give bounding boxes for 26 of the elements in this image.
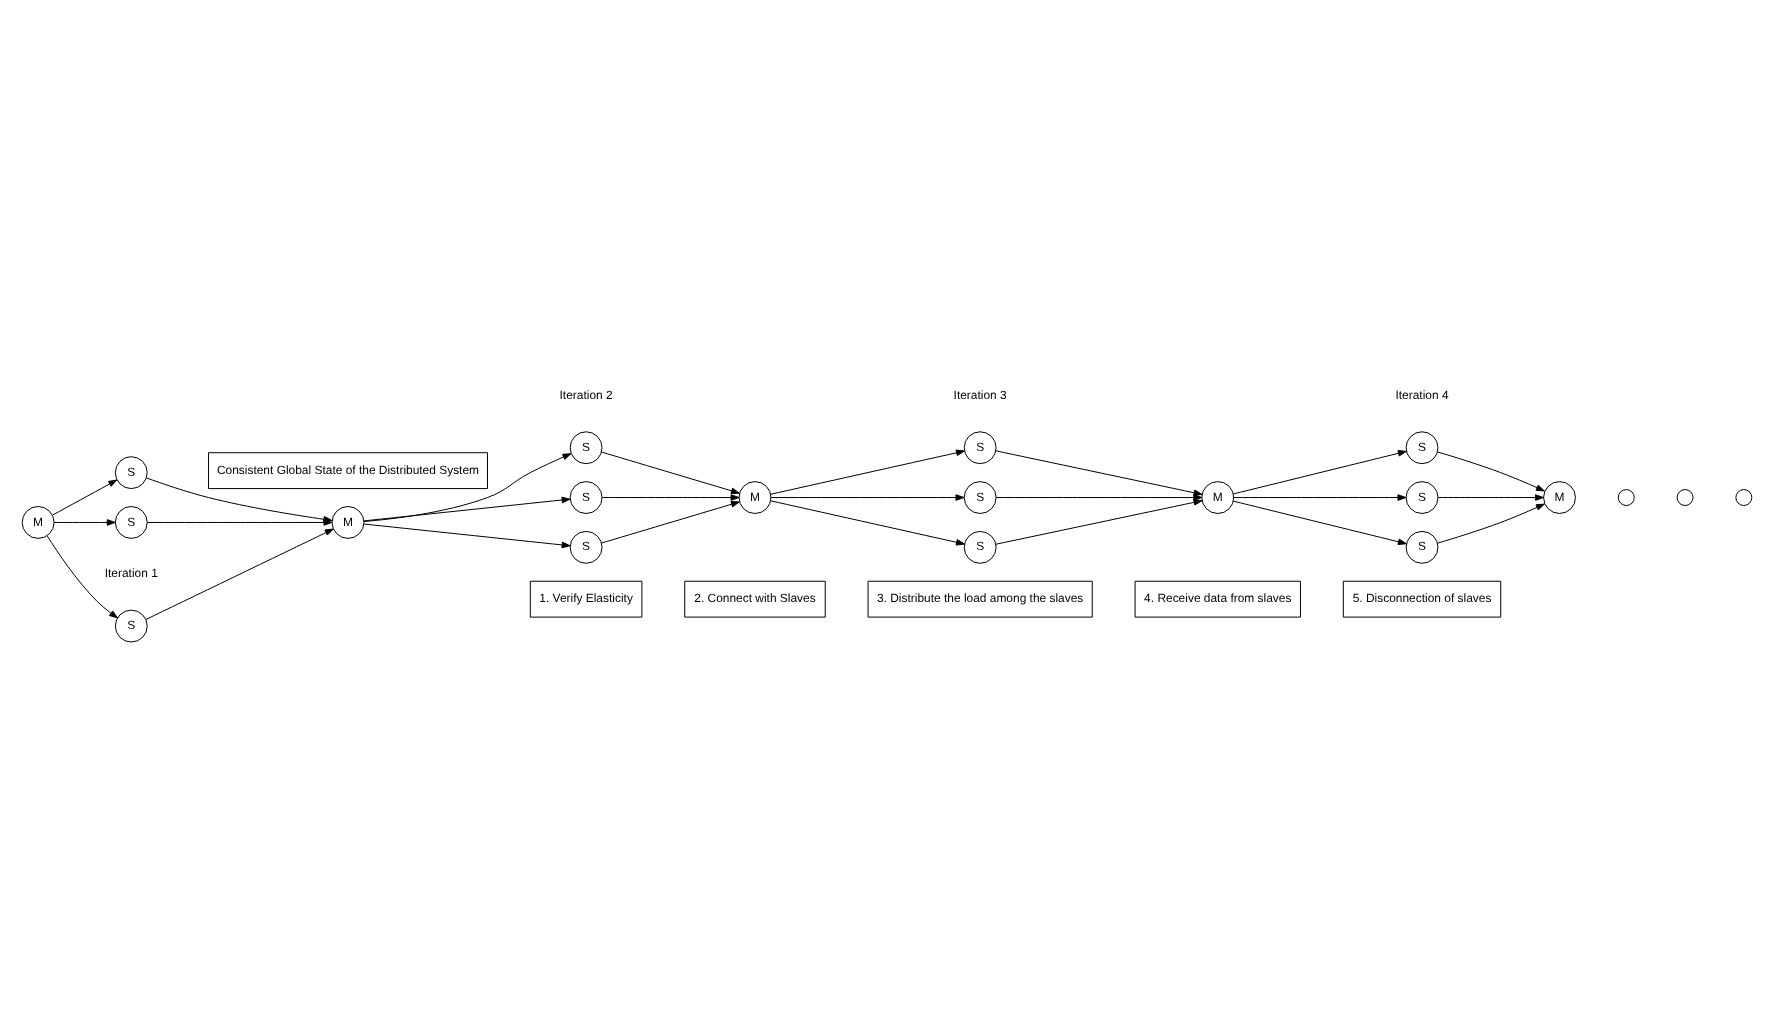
arrow bbox=[1233, 494, 1407, 501]
arrow bbox=[995, 450, 1203, 496]
arrow bbox=[770, 500, 965, 546]
node-circle bbox=[1617, 489, 1635, 506]
arrow bbox=[1232, 500, 1407, 546]
arrow bbox=[995, 494, 1203, 501]
arrow bbox=[363, 523, 571, 549]
arrow bbox=[1437, 494, 1544, 501]
arrow bbox=[53, 519, 116, 526]
arrow bbox=[995, 499, 1203, 545]
arrow bbox=[601, 451, 740, 495]
arrow bbox=[145, 528, 334, 620]
node-circle bbox=[1735, 489, 1753, 506]
arrow bbox=[146, 519, 333, 526]
arrow bbox=[601, 501, 740, 544]
arrow bbox=[1437, 451, 1545, 492]
arrow bbox=[52, 479, 118, 516]
arrow bbox=[1232, 450, 1407, 495]
arrow bbox=[363, 453, 572, 522]
node-circle bbox=[1676, 489, 1694, 506]
arrow bbox=[770, 494, 965, 501]
arrow bbox=[1437, 503, 1545, 544]
arrow bbox=[363, 496, 571, 522]
arrow bbox=[770, 449, 965, 495]
arrow bbox=[46, 535, 119, 619]
arrow bbox=[601, 494, 740, 501]
